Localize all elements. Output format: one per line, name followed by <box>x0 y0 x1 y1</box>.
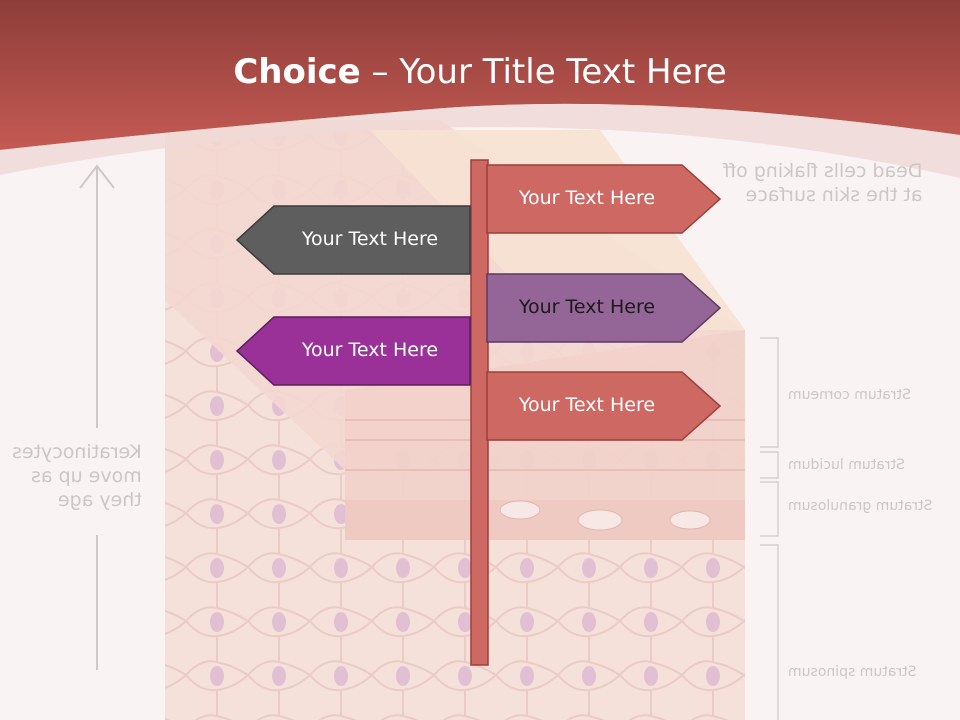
sign-left-purple-text[interactable]: Your Text Here <box>301 339 439 361</box>
signpost-pole <box>470 159 489 666</box>
sign-right-mauve-text[interactable]: Your Text Here <box>518 296 656 318</box>
sign-right-mauve-shape <box>486 273 722 343</box>
sign-left-purple-shape <box>235 316 471 386</box>
title-bold: Choice <box>233 52 361 92</box>
header-band <box>0 0 960 178</box>
sign-right-top-text[interactable]: Your Text Here <box>518 187 656 209</box>
sign-left-gray-text[interactable]: Your Text Here <box>301 228 439 250</box>
sign-right-top-shape <box>486 164 722 234</box>
sign-right-bottom-shape <box>486 371 722 441</box>
sign-right-bottom-text[interactable]: Your Text Here <box>518 394 656 416</box>
sign-left-gray-shape <box>235 205 471 275</box>
title-rest: – Your Title Text Here <box>360 52 727 92</box>
slide-title: Choice – Your Title Text Here <box>0 52 960 92</box>
